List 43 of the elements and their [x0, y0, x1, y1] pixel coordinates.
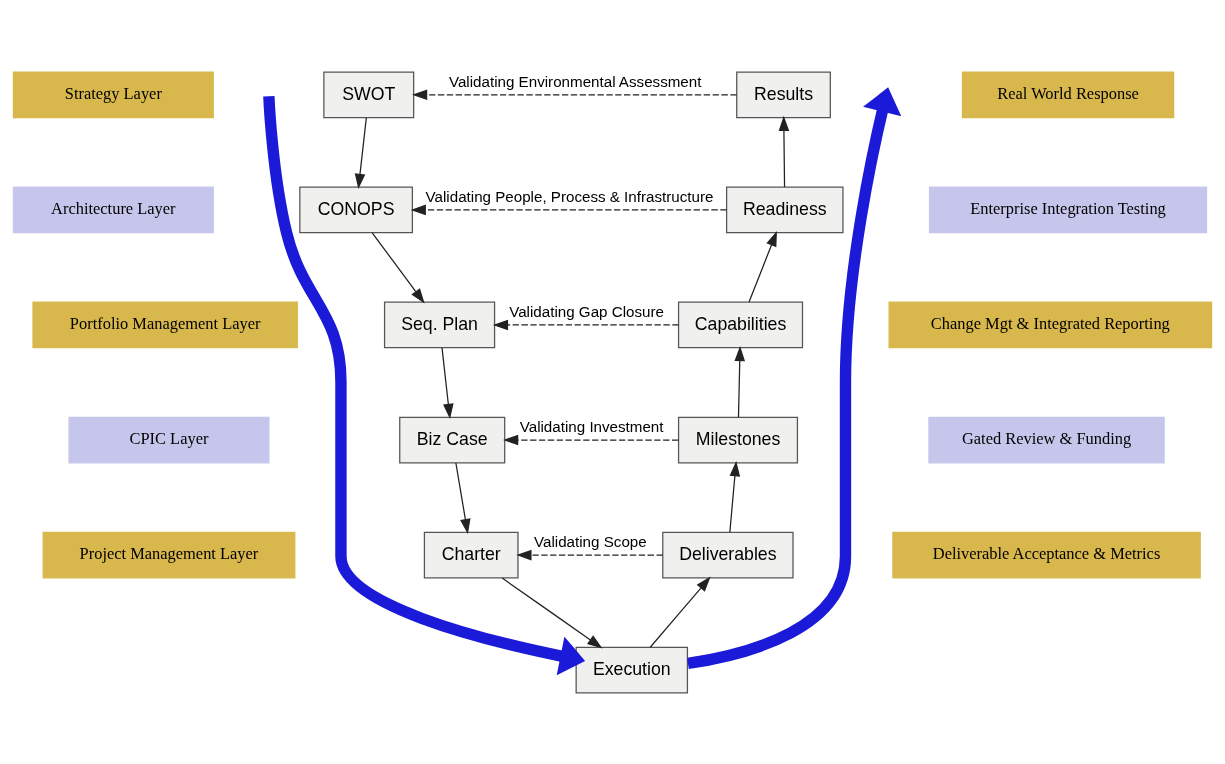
label: Deliverable Acceptance & Metrics [932, 543, 1161, 563]
edge-label: Validating Gap Closure [509, 302, 664, 320]
arrow [687, 86, 902, 669]
arrow [649, 576, 711, 648]
arrow [778, 115, 790, 188]
node-box: Results [736, 70, 831, 118]
label: Change Mgt & Integrated Reporting [930, 313, 1170, 333]
node-box: Capabilities [677, 301, 804, 348]
edge-label: Validating Investment [519, 417, 664, 435]
label: Portfolio Management Layer [69, 313, 261, 333]
label: Project Management Layer [79, 543, 259, 563]
label: Strategy Layer [64, 83, 162, 103]
arrow [492, 319, 680, 330]
node-box: Charter [423, 531, 519, 578]
arrow [263, 95, 586, 675]
node-box: Milestones [677, 416, 799, 463]
arrow [516, 549, 664, 560]
node-box: Seq. Plan [383, 301, 496, 348]
arrow [354, 116, 367, 189]
node-box: Execution [575, 646, 689, 694]
label: Real World Response [997, 83, 1139, 103]
arrow [412, 89, 738, 100]
arrow [410, 204, 728, 215]
arrow [729, 460, 741, 533]
edge-label: Validating Environmental Assessment [448, 72, 702, 90]
label: Architecture Layer [51, 198, 176, 218]
arrow [501, 576, 603, 648]
arrow [734, 345, 746, 418]
node-box: Biz Case [399, 416, 506, 463]
node-box: Readiness [726, 186, 844, 233]
label: Enterprise Integration Testing [970, 198, 1166, 218]
edge-label: Validating Scope [534, 532, 647, 550]
node-box: Deliverables [662, 531, 794, 578]
label: Gated Review & Funding [961, 428, 1132, 448]
edge-label: Validating People, Process & Infrastructure [425, 187, 714, 205]
arrow [441, 346, 454, 419]
arrow [371, 231, 425, 304]
arrow [748, 230, 777, 303]
label: CPIC Layer [129, 428, 209, 448]
arrow [503, 434, 679, 445]
node-box: CONOPS [299, 186, 413, 233]
node-box: SWOT [323, 70, 415, 118]
arrow [455, 461, 471, 534]
